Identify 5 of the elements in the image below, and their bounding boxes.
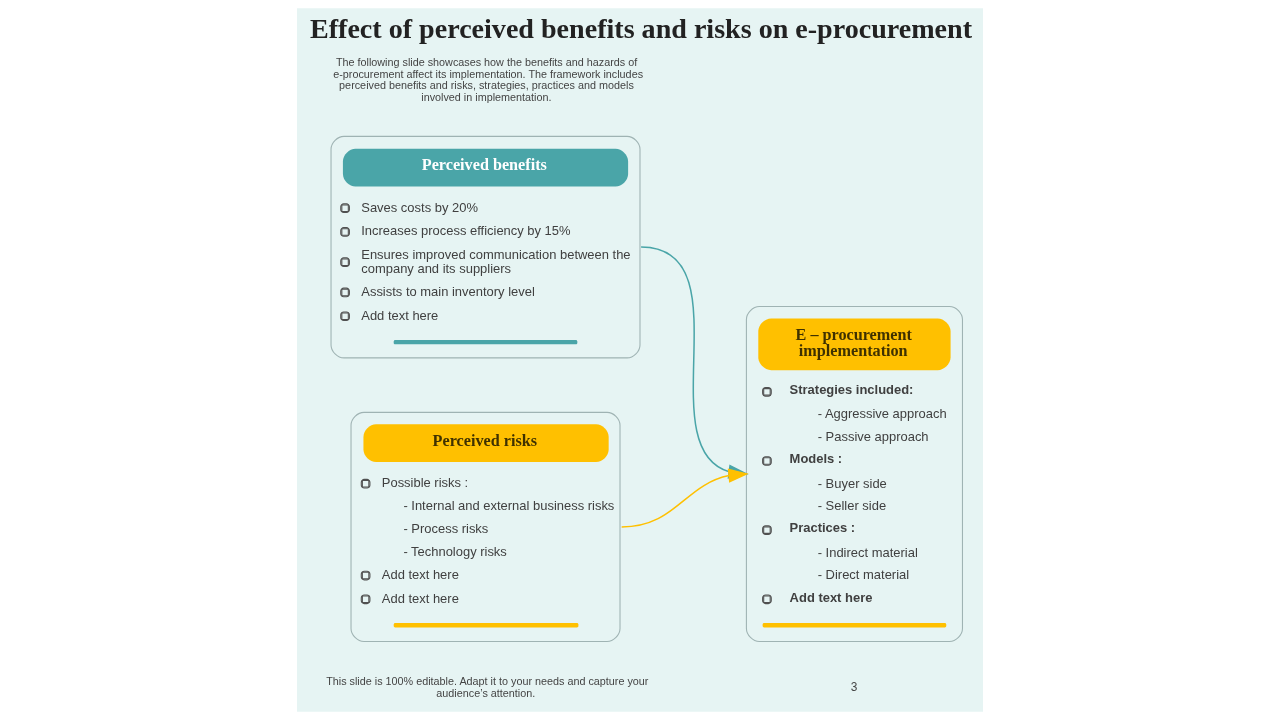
arrow: [620, 468, 749, 528]
label: The following slide showcases how the benefits and hazards of e-procurement affect its implementation. The framework includes perceived benefits and risks, strategies, practices and models involved in implementation.: [333, 55, 644, 104]
label: This slide is 100% editable. Adapt it to your needs and capture your audience’s attention.: [326, 674, 649, 699]
diagram-title: Effect of perceived benefits and risks on e-procurement: [309, 13, 973, 45]
label: 3: [850, 679, 858, 694]
